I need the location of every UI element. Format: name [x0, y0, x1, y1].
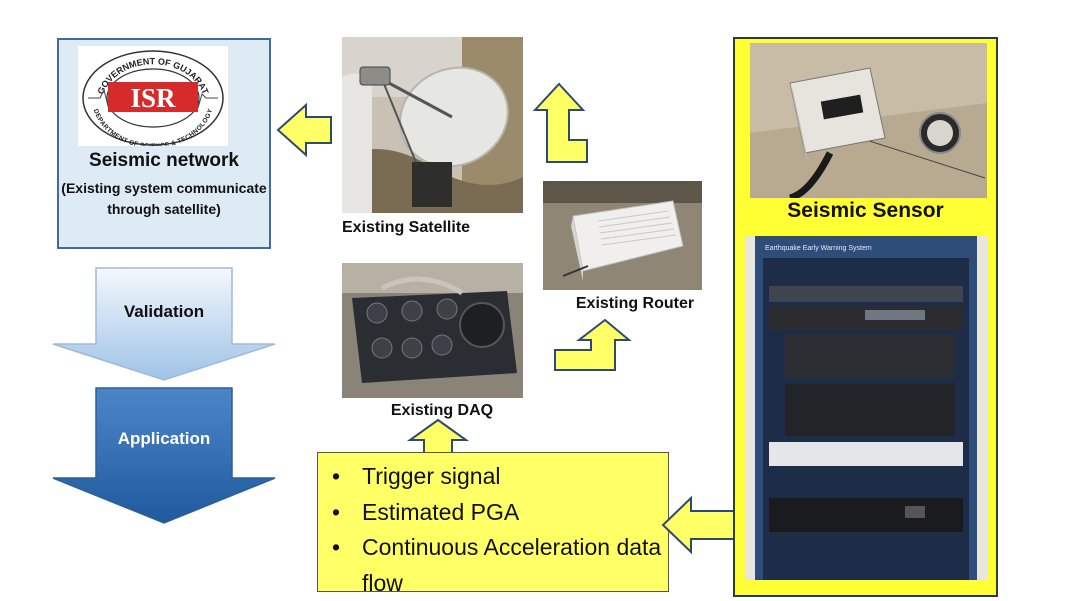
- router-label: Existing Router: [575, 295, 695, 312]
- router-photo: [543, 181, 702, 290]
- application-label: Application: [117, 429, 211, 448]
- validation-label: Validation: [123, 302, 205, 321]
- application-arrow: [52, 387, 276, 524]
- isr-logo: GOVERNMENT OF GUJARAT DEPARTMENT OF SCIE…: [78, 46, 228, 150]
- arrow-left-icon: [276, 102, 332, 158]
- validation-arrow: [52, 267, 276, 381]
- satellite-photo: [342, 37, 523, 213]
- arrow-up-turn-icon: [533, 82, 588, 163]
- sensor-photo: [750, 43, 987, 198]
- seismic-network-title: Seismic network: [89, 150, 239, 171]
- output-continuous-acceleration: Continuous Acceleration data flow: [332, 530, 668, 601]
- output-trigger-signal: Trigger signal: [332, 459, 668, 495]
- satellite-label: Existing Satellite: [342, 219, 471, 236]
- cabinet-photo: Earthquake Early Warning System: [745, 236, 988, 580]
- seismic-sensor-label: Seismic Sensor: [787, 199, 944, 222]
- arrow-left-large-icon: [661, 495, 737, 555]
- arrow-up-right-icon: [554, 318, 632, 371]
- seismic-network-subtitle: (Existing system communicate through sat…: [61, 180, 267, 217]
- daq-photo: [342, 263, 523, 398]
- isr-logo-text: ISR: [130, 83, 176, 113]
- daq-label: Existing DAQ: [390, 402, 494, 419]
- outputs-box: Trigger signal Estimated PGA Continuous …: [317, 452, 669, 596]
- output-estimated-pga: Estimated PGA: [332, 495, 668, 531]
- outputs-list: Trigger signal Estimated PGA Continuous …: [318, 453, 668, 601]
- cabinet-caption: Earthquake Early Warning System: [765, 245, 872, 252]
